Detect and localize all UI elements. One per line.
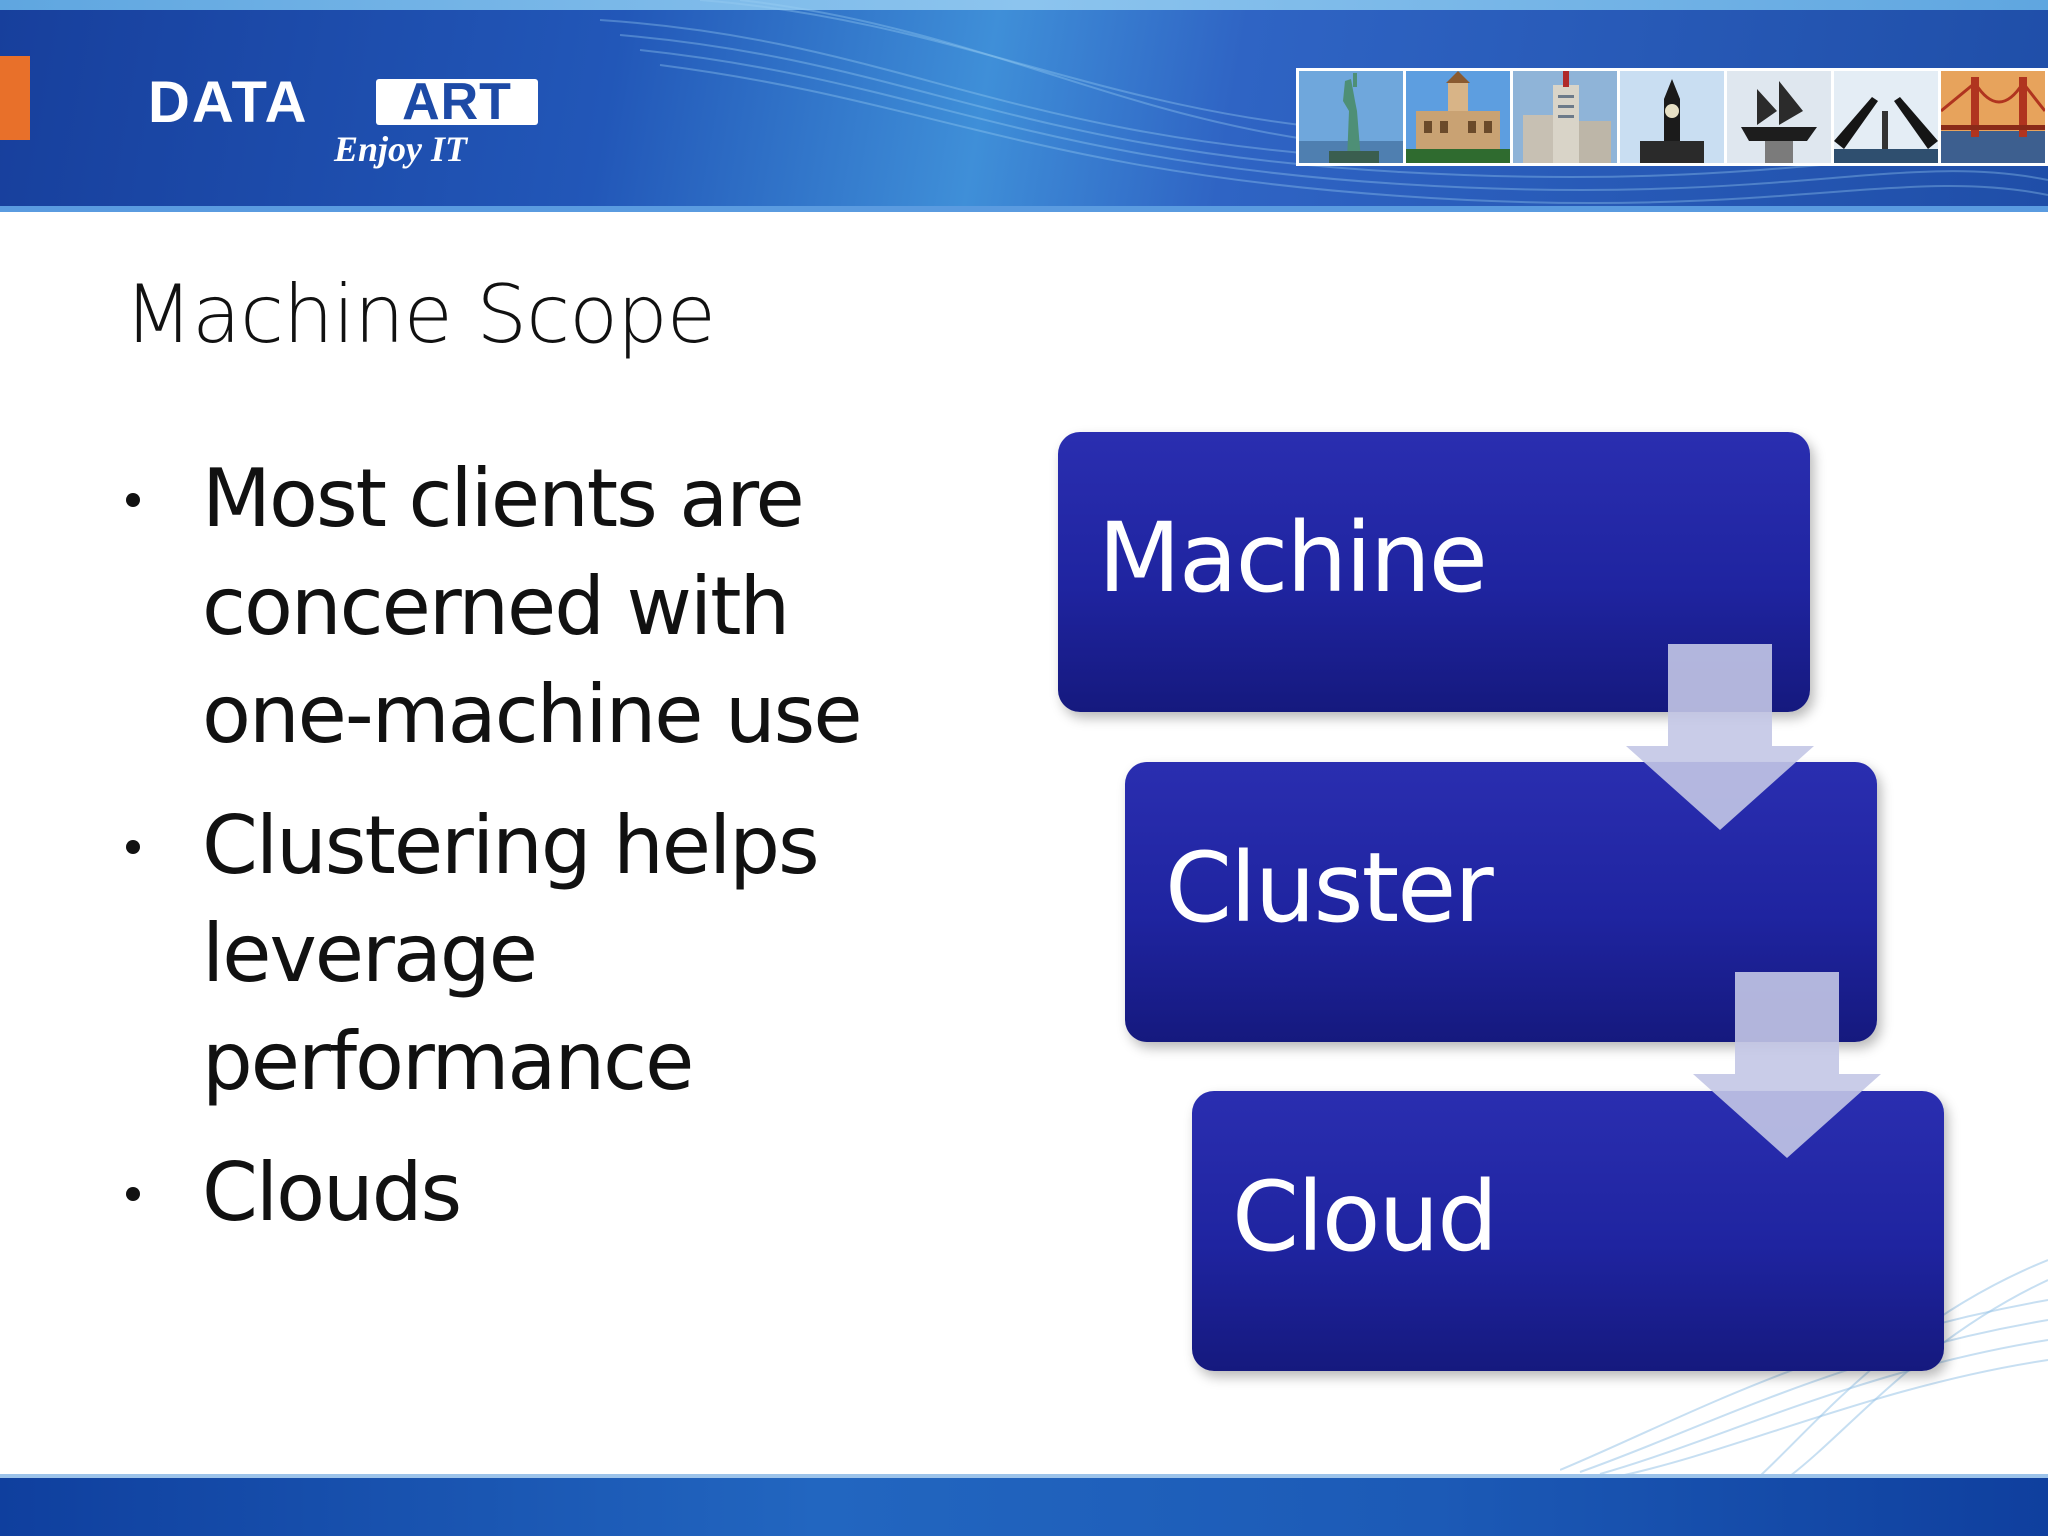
drawbridge-photo <box>1834 71 1938 163</box>
palace-photo <box>1406 71 1510 163</box>
step-label-machine: Machine <box>1098 502 1488 614</box>
bullet-line: one-machine use <box>202 668 863 761</box>
landmark-photo-strip <box>1296 68 2048 166</box>
logo-word-data: DATA <box>148 70 309 135</box>
step-label-cluster: Cluster <box>1165 832 1494 944</box>
bullet-line: concerned with <box>202 560 790 653</box>
bullet-dot-icon <box>126 840 140 854</box>
header-bottom-strip <box>0 206 2048 212</box>
bullet-list: Most clients are concerned with one-mach… <box>118 445 898 1270</box>
golden-gate-bridge-photo <box>1941 71 2045 163</box>
step-label-cloud: Cloud <box>1232 1161 1498 1273</box>
header-banner: DATA ART Enjoy IT <box>0 0 2048 212</box>
bullet-line: Most clients are <box>202 452 805 545</box>
orange-accent-tab <box>0 56 30 140</box>
statue-of-liberty-photo <box>1299 71 1403 163</box>
bullet-item: Clustering helps leverage performance <box>118 792 898 1116</box>
bullet-dot-icon <box>126 1187 140 1201</box>
footer-line <box>0 1474 2048 1478</box>
bullet-line: Clouds <box>202 1146 462 1239</box>
dataart-logo: DATA ART Enjoy IT <box>148 74 543 174</box>
footer-wave-decoration <box>1560 1259 2048 1476</box>
bullet-line: performance <box>202 1015 694 1108</box>
slide-title: Machine Scope <box>124 268 716 361</box>
big-ben-photo <box>1620 71 1724 163</box>
step-box-cloud: Cloud <box>1192 1091 1944 1371</box>
header-top-strip <box>0 0 2048 10</box>
bullet-item: Clouds <box>118 1139 898 1247</box>
footer-bar <box>0 1478 2048 1536</box>
bullet-item: Most clients are concerned with one-mach… <box>118 445 898 769</box>
bullet-dot-icon <box>126 493 140 507</box>
bullet-line: Clustering helps <box>202 799 820 892</box>
logo-art-badge: ART <box>376 73 538 131</box>
down-arrow-icon <box>1626 644 1814 830</box>
down-arrow-icon <box>1693 972 1881 1158</box>
sailing-ship-monument-photo <box>1727 71 1831 163</box>
bullet-line: leverage <box>202 907 538 1000</box>
logo-tagline: Enjoy IT <box>334 129 468 169</box>
skyscraper-photo <box>1513 71 1617 163</box>
logo-word-art: ART <box>402 73 512 131</box>
